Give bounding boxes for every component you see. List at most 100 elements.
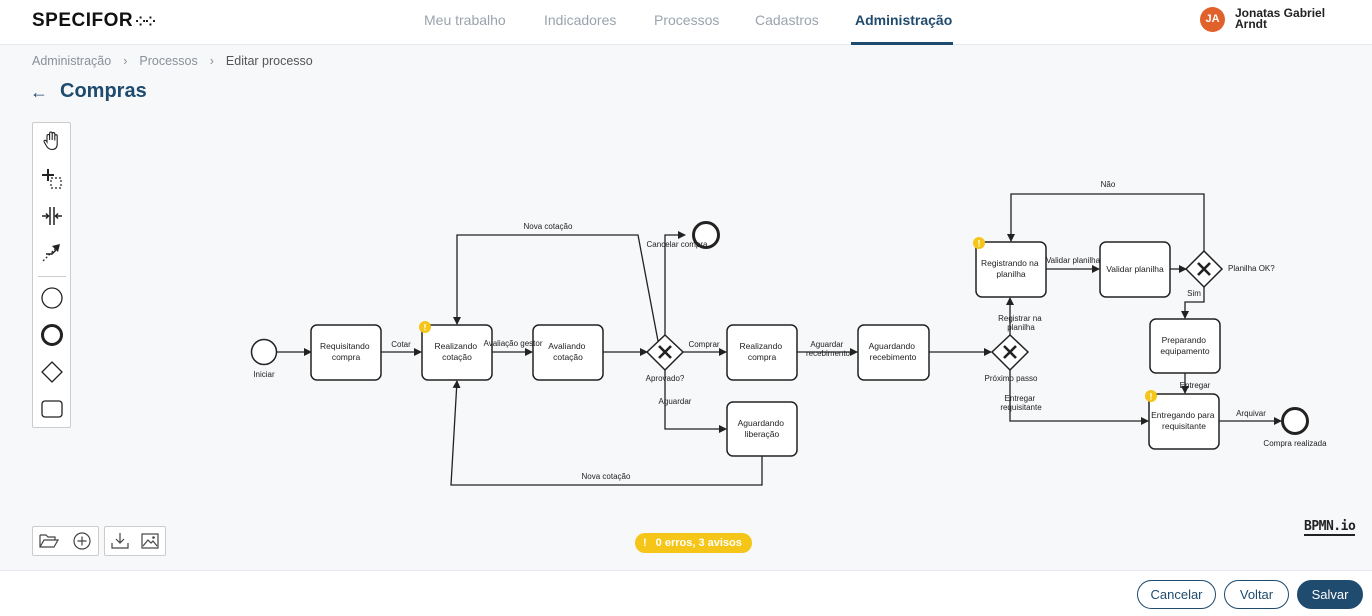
svg-text:!: !: [978, 239, 981, 249]
gateway-aprovado: [645, 333, 685, 372]
warning-icon: !: [419, 321, 431, 333]
export-actions-group: [104, 526, 166, 556]
tool-palette: [32, 122, 71, 428]
sequence-flow: [1007, 193, 1205, 251]
svg-text:!: !: [1150, 392, 1153, 402]
breadcrumb-item-current: Editar processo: [225, 54, 313, 68]
breadcrumb-item-administracao[interactable]: Administração: [32, 54, 112, 68]
gateway-planilha-ok: [1184, 249, 1224, 289]
start-event-icon[interactable]: [38, 284, 66, 312]
breadcrumb-separator: ›: [123, 54, 128, 68]
end-event-cancel: [692, 221, 720, 249]
app-logo[interactable]: SPECIFOR⁘⁘: [32, 10, 156, 32]
task-label: Validar planilha: [1106, 264, 1164, 274]
global-connect-tool-icon[interactable]: [38, 238, 66, 266]
breadcrumb: Administração › Processos › Editar proce…: [32, 54, 313, 68]
start-event: [250, 338, 278, 366]
status-text: 0 erros, 3 avisos: [655, 537, 742, 549]
task-label: Preparando equipamento: [1160, 335, 1209, 356]
cancel-button[interactable]: Cancelar: [1137, 580, 1216, 609]
lasso-tool-icon[interactable]: [38, 165, 66, 193]
flow-label: Não: [1101, 180, 1116, 189]
nav-item-processos[interactable]: Processos: [654, 12, 720, 28]
sequence-flow: [453, 234, 659, 342]
task-label: Realizando cotação: [435, 341, 480, 362]
warning-icon: !: [643, 537, 647, 549]
nav-item-administracao[interactable]: Administração: [855, 12, 953, 28]
hand-tool-icon[interactable]: [38, 127, 66, 155]
task-entregando-requisitante: [1148, 393, 1220, 450]
user-name[interactable]: Jonatas Gabriel Arndt: [1235, 6, 1326, 31]
flow-label: Aguardar recebimento: [806, 340, 851, 358]
gateway-label: Aprovado?: [646, 374, 685, 383]
breadcrumb-item-processos[interactable]: Processos: [139, 54, 198, 68]
breadcrumb-separator: ›: [209, 54, 214, 68]
task-label: Avaliando cotação: [548, 341, 588, 362]
flow-label: Entregar requisitante: [1000, 394, 1042, 412]
flow-label: Sim: [1187, 289, 1201, 298]
folder-open-icon[interactable]: [33, 527, 66, 555]
status-badge[interactable]: ! 0 erros, 3 avisos: [635, 533, 752, 553]
task-label: Entregando para requisitante: [1151, 410, 1217, 431]
flow-label: Entregar: [1180, 381, 1211, 390]
footer-bar: Cancelar Voltar Salvar: [0, 570, 1372, 616]
add-circle-icon[interactable]: [66, 527, 99, 555]
task-realizando-compra: [726, 324, 798, 381]
flow-label: Nova cotação: [524, 222, 573, 231]
warning-icon: !: [973, 237, 985, 249]
page-title: Compras: [60, 80, 147, 102]
flow-label: Avaliação gestor: [484, 339, 543, 348]
logo-mark: ⁘⁘: [135, 14, 156, 29]
save-button[interactable]: Salvar: [1297, 580, 1363, 609]
sequence-flow: [664, 231, 686, 335]
bpmn-io-logo[interactable]: BPMN.io: [1304, 519, 1356, 536]
gateway-label: Planilha OK?: [1228, 264, 1275, 273]
gateway-label: Próximo passo: [985, 374, 1038, 383]
download-icon[interactable]: [105, 527, 135, 555]
event-label: Iniciar: [253, 370, 275, 379]
flow-label: Arquivar: [1236, 409, 1266, 418]
flow-label: Cotar: [391, 340, 411, 349]
event-label: Compra realizada: [1263, 439, 1327, 448]
end-event-icon[interactable]: [38, 321, 66, 349]
back-arrow-icon[interactable]: ←: [30, 82, 48, 102]
avatar[interactable]: JA: [1200, 7, 1225, 32]
space-tool-icon[interactable]: [38, 202, 66, 230]
image-export-icon[interactable]: [135, 527, 165, 555]
back-button[interactable]: Voltar: [1224, 580, 1289, 609]
task-label: Realizando compra: [740, 341, 785, 362]
flow-label: Aguardar: [659, 397, 692, 406]
flow-label: Comprar: [688, 340, 719, 349]
sequence-flow: [664, 370, 727, 433]
task-realizando-cotacao: [421, 324, 493, 381]
nav-item-indicadores[interactable]: Indicadores: [544, 12, 617, 28]
task-validar-planilha: [1099, 241, 1171, 298]
sequence-flow: [1009, 370, 1149, 425]
top-bar: SPECIFOR⁘⁘ Meu trabalho Indicadores Proc…: [0, 0, 1372, 45]
task-registrando-planilha: [975, 241, 1047, 298]
end-event-done: [1281, 407, 1309, 435]
task-requisitando-compra: [310, 324, 382, 381]
task-label: Requisitando compra: [320, 341, 372, 362]
nav-item-meu-trabalho[interactable]: Meu trabalho: [424, 12, 506, 28]
task-preparando-equipamento: [1149, 318, 1221, 374]
logo-text: SPECIFOR: [32, 10, 134, 31]
gateway-proximo-passo: [990, 333, 1030, 372]
task-icon[interactable]: [38, 395, 66, 423]
warning-icon: !: [1145, 390, 1157, 402]
task-aguardando-liberacao: [726, 401, 798, 457]
nav-item-cadastros[interactable]: Cadastros: [755, 12, 819, 28]
sequence-flow: [1181, 287, 1205, 319]
task-avaliando-cotacao: [532, 324, 604, 381]
flow-label: Registrar na planilha: [998, 314, 1044, 332]
gateway-icon[interactable]: [38, 358, 66, 386]
task-aguardando-recebimento: [857, 324, 930, 381]
file-actions-group: [32, 526, 99, 556]
svg-text:!: !: [424, 323, 427, 333]
flow-label: Nova cotação: [582, 472, 631, 481]
flow-label: Validar planilha: [1046, 256, 1101, 265]
palette-divider: [38, 276, 66, 277]
sequence-flow: [450, 380, 763, 486]
task-label: Registrando na planilha: [981, 258, 1041, 279]
